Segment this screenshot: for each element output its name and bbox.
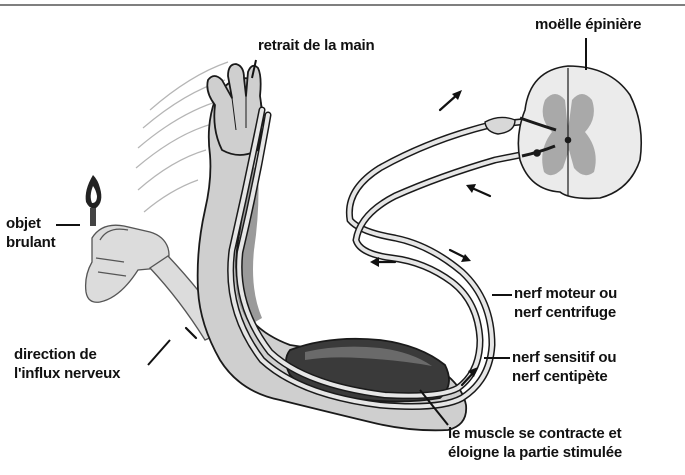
label-muscle-line-1: le muscle se contracte et [448,424,622,443]
label-motor-nerve: nerf moteur ou nerf centrifuge [514,284,617,322]
label-muscle-line-2: éloigne la partie stimulée [448,443,622,462]
label-motor-nerve-line-2: nerf centrifuge [514,303,617,322]
spinal-cord [518,66,641,198]
label-sensory-nerve-line-1: nerf sensitif ou [512,348,616,367]
label-muscle: le muscle se contracte et éloigne la par… [448,424,622,462]
label-spinal-cord: moëlle épinière [535,15,641,34]
label-impulse-direction-line-2: l'influx nerveux [14,364,120,383]
label-motor-nerve-line-1: nerf moteur ou [514,284,617,303]
label-hot-object-line-2: brulant [6,233,55,252]
label-impulse-direction-line-1: direction de [14,345,120,364]
label-sensory-nerve: nerf sensitif ou nerf centipète [512,348,616,386]
label-hot-object-line-1: objet [6,214,55,233]
ganglion [485,117,515,134]
label-impulse-direction: direction de l'influx nerveux [14,345,120,383]
label-sensory-nerve-line-2: nerf centipète [512,367,616,386]
label-hot-object: objet brulant [6,214,55,252]
label-hand-withdrawal: retrait de la main [258,36,374,55]
flame-icon [86,175,102,226]
